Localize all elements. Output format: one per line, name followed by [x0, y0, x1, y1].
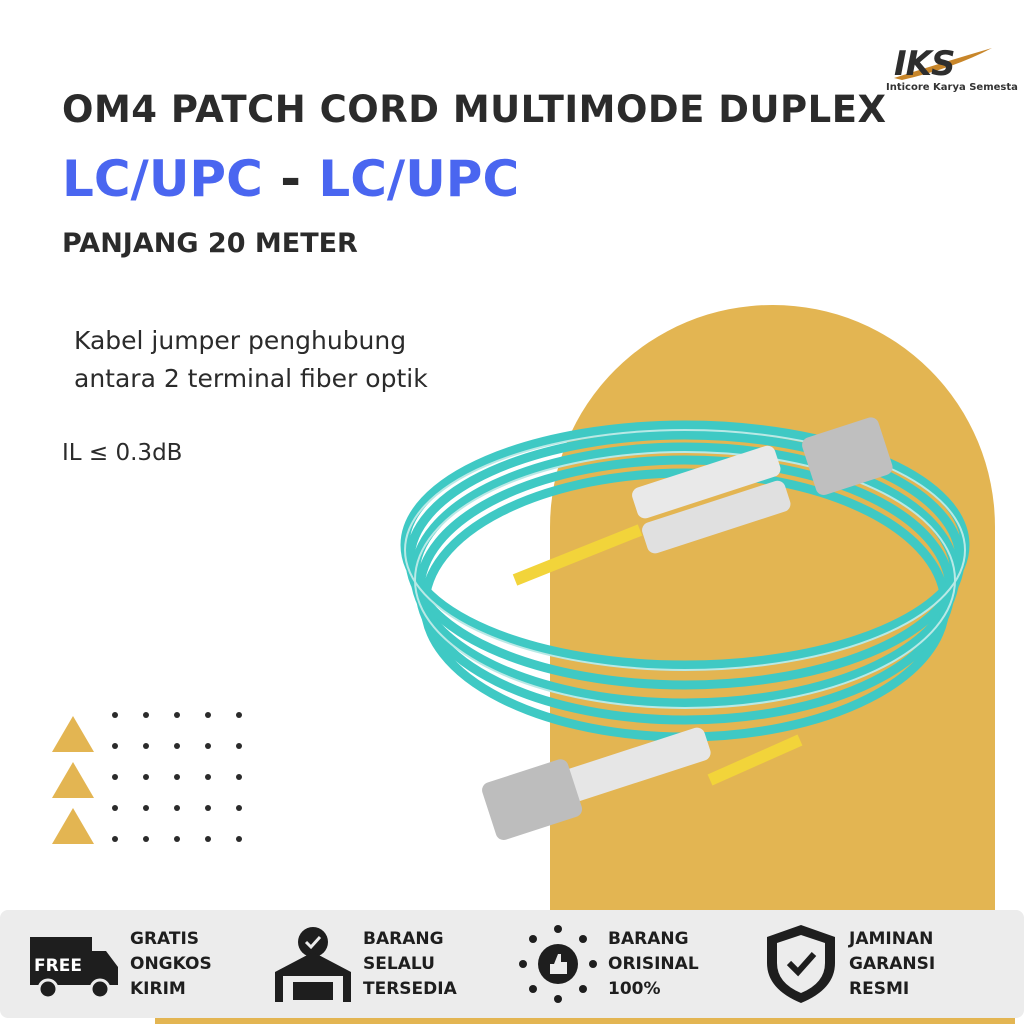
connector-b: LC/UPC	[318, 150, 520, 208]
company-logo: IKS Inticore Karya Semesta	[884, 44, 1018, 104]
svg-text:FREE: FREE	[34, 956, 82, 976]
logo-mark: IKS	[894, 44, 955, 84]
description-line: Kabel jumper penghubung	[74, 326, 407, 355]
shield-check-icon	[767, 925, 835, 1003]
description-line: antara 2 terminal fiber optik	[74, 364, 428, 393]
thumbs-up-badge-icon	[519, 925, 597, 1003]
logo-swoosh-icon	[894, 48, 992, 80]
product-title: OM4 PATCH CORD MULTIMODE DUPLEX	[62, 88, 887, 131]
insertion-loss-spec: IL ≤ 0.3dB	[62, 440, 183, 466]
connector-types: LC/UPC - LC/UPC	[62, 150, 519, 208]
connector-separator: -	[280, 150, 301, 208]
bar-accent	[155, 1016, 1015, 1024]
logo-name: Inticore Karya Semesta	[886, 82, 1018, 93]
free-truck-icon: FREE	[30, 937, 118, 999]
connector-a: LC/UPC	[62, 150, 263, 208]
description: Kabel jumper penghubung antara 2 terminal…	[74, 322, 428, 398]
fiber-cable-image	[400, 417, 970, 840]
warehouse-check-icon	[275, 927, 351, 1002]
dot-grid-decoration	[112, 712, 267, 867]
cable-length: PANJANG 20 METER	[62, 228, 358, 259]
